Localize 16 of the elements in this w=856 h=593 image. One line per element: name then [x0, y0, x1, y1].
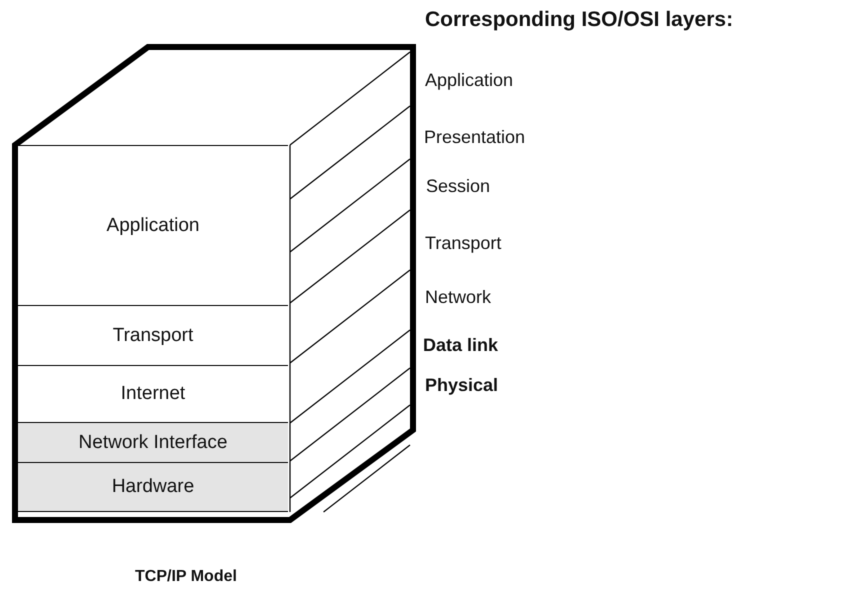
caption: TCP/IP Model [135, 568, 237, 586]
layer-label: Application [106, 214, 200, 236]
layer-box [18, 462, 288, 512]
layer-name: Data link [423, 335, 498, 356]
layer-name: Physical [425, 375, 498, 396]
layer-name: Transport [425, 233, 502, 254]
layer-box [18, 422, 288, 462]
layer-name: Application [425, 70, 514, 91]
layer-label: Internet [120, 383, 186, 405]
layer-label: Network Interface [78, 432, 228, 454]
layer-label: Transport [112, 324, 194, 346]
layer-name: Presentation [424, 127, 526, 148]
layer-name: Session [426, 176, 490, 197]
heading: Corresponding ISO/OSI layers: [425, 8, 734, 32]
layer-name: Network [425, 287, 492, 308]
layer-label: Hardware [112, 476, 194, 498]
